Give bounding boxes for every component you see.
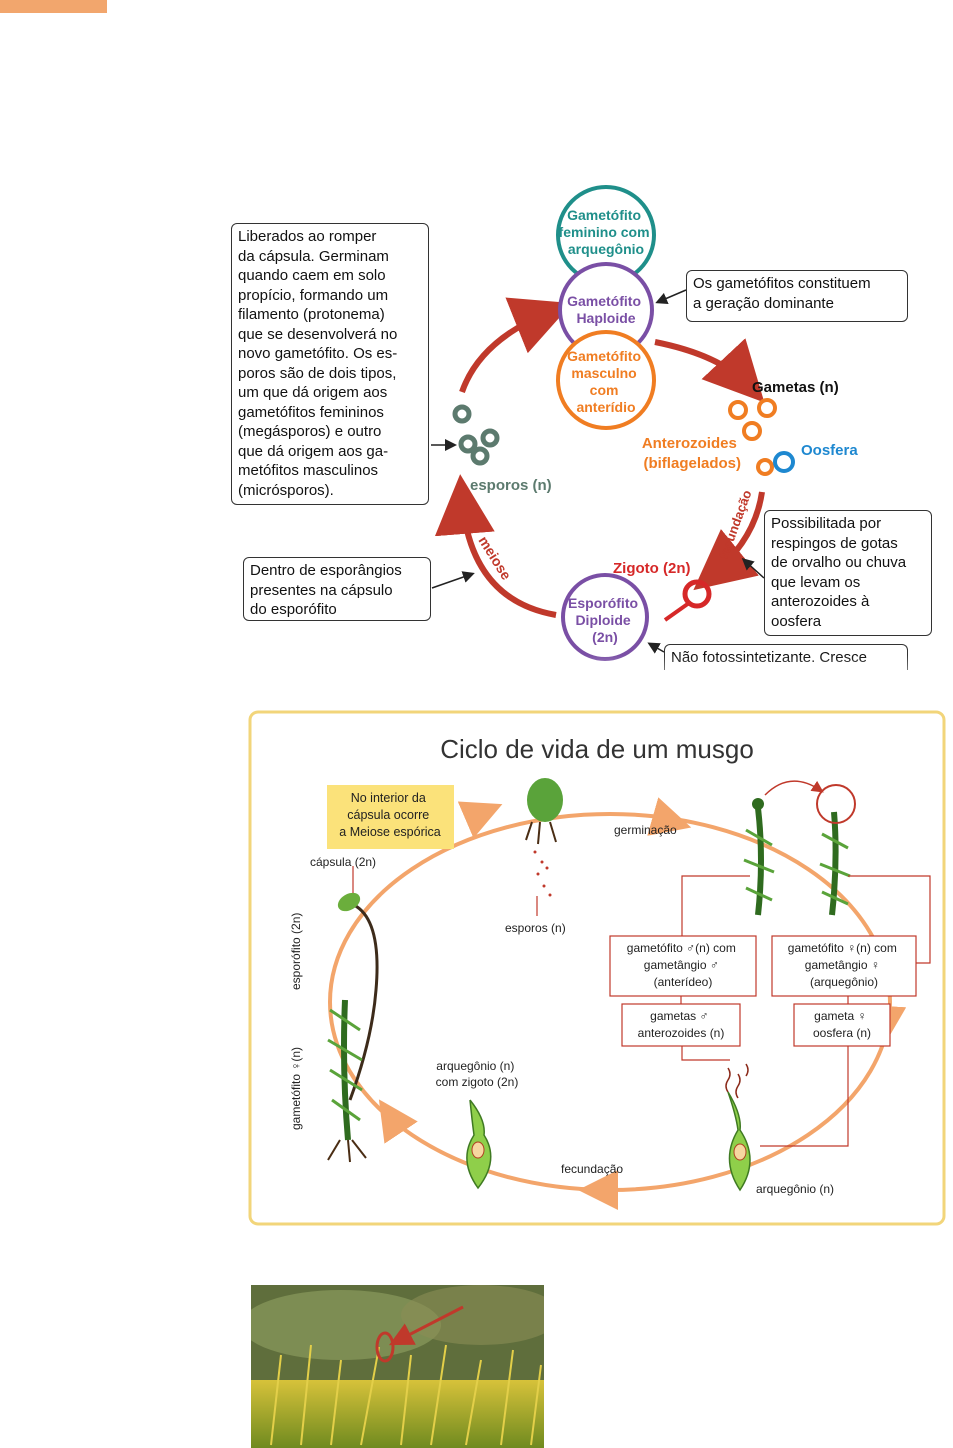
meiosis-callout-box: Dentro de esporângios presentes na cápsu… [243,557,431,621]
oosphere-ring [773,451,795,473]
moss-photo [251,1285,544,1448]
photo-arrow [388,1305,464,1346]
arrow-sporophyte-to-spores [434,474,557,618]
cutoff-fade [220,655,953,715]
spores-label: esporos (n) [470,477,552,494]
sporophyte-text: Esporófito Diploide (2n) [568,595,642,645]
zygote-label: Zigoto (2n) [613,560,690,577]
male-gametophyte-circle [556,330,656,430]
orange-header-tab [0,0,107,13]
antherozoids-label: Anterozoides (biflagelados) [642,435,741,472]
callout-arrow-meiosis [431,571,475,589]
callout-arrow-photosynthesis [647,642,665,654]
antherozoid-rings [728,398,777,476]
moss-photo-drawing [251,1285,544,1448]
oosphere-label: Oosfera [801,442,858,459]
capsule-highlight-ring [375,1331,395,1363]
arrow-spores-to-gametophyte [459,297,573,394]
haploid-gametophyte-text: Gametófito Haploide [567,293,645,326]
spores-callout-box: Liberados ao romper da cápsula. Germinam… [231,223,429,505]
spore-rings [452,404,500,466]
callout-arrow-dominant [655,289,687,304]
arrow-fertilization [693,491,765,591]
arrow-gametophyte-to-gametes [654,338,765,403]
meiosis-label: meiose [475,533,514,583]
zygote-ring [682,579,712,609]
male-gametophyte-text: Gametófito masculno com anterídio [567,348,645,415]
female-gametophyte-text: Gametófito feminino com arquegônio [559,207,654,257]
fertilization-callout-box: Possibilitada por respingos de gotas de … [764,510,932,636]
gametes-label: Gametas (n) [752,379,839,396]
dominant-generation-callout-box: Os gametófitos constituem a geração domi… [686,270,908,322]
zygote-stalk [663,601,691,622]
callout-arrow-fertilization [741,557,765,579]
